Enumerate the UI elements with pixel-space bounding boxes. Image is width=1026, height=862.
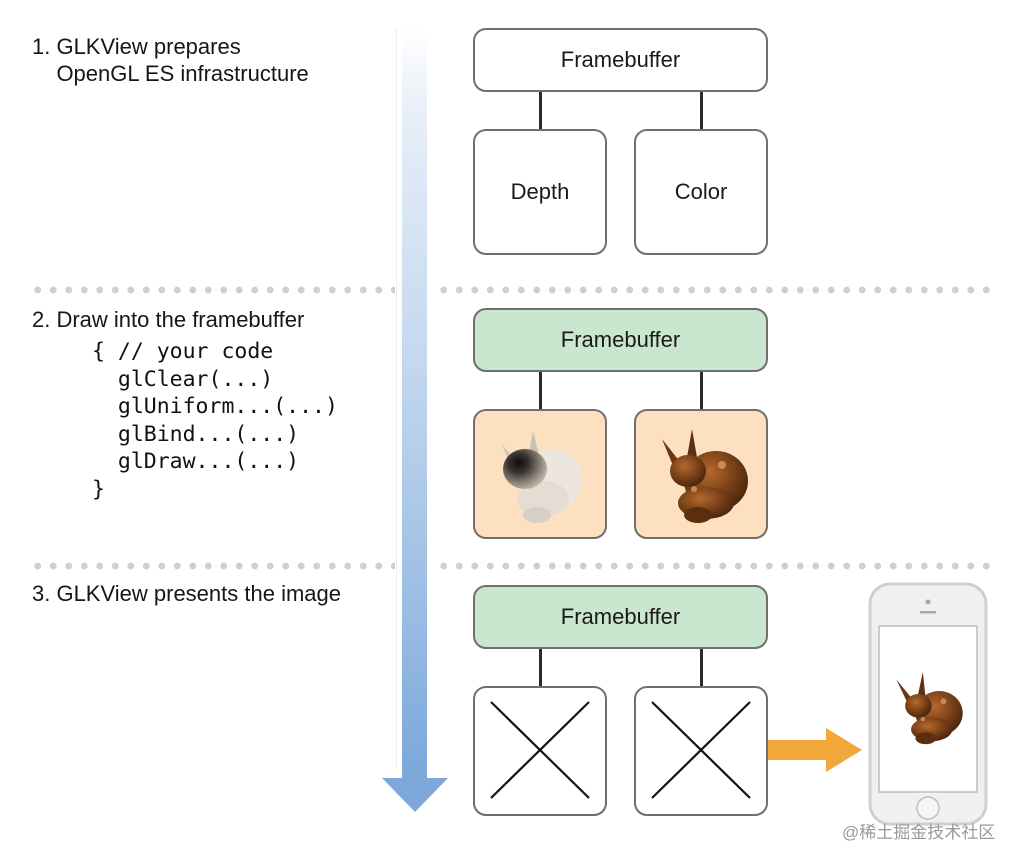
watermark: @稀土掘金技术社区 bbox=[842, 823, 996, 842]
connector bbox=[539, 649, 542, 687]
separator-1-left bbox=[30, 286, 395, 294]
step-1-depth-buffer: Depth bbox=[473, 129, 607, 255]
separator-1-right bbox=[436, 286, 992, 294]
separator-2-left bbox=[30, 562, 395, 570]
presented-bunny-image bbox=[896, 671, 963, 745]
depth-bunny-image bbox=[501, 431, 583, 523]
code-block: { // your code glClear(...) glUniform...… bbox=[92, 338, 338, 503]
step-2-color-buffer bbox=[634, 409, 768, 539]
present-arrow-icon bbox=[768, 728, 862, 772]
step-2-label: 2. Draw into the framebuffer bbox=[32, 307, 305, 332]
code-line: } bbox=[92, 476, 105, 502]
step-3-depth-buffer-discarded bbox=[473, 686, 607, 816]
connector bbox=[539, 372, 542, 410]
timeline-arrow-shaft bbox=[402, 28, 427, 780]
step-1-color-buffer: Color bbox=[634, 129, 768, 255]
framebuffer-label: Framebuffer bbox=[560, 47, 681, 72]
connector bbox=[700, 92, 703, 130]
color-bunny-image bbox=[662, 429, 748, 523]
separator-2-right bbox=[436, 562, 992, 570]
code-line: glBind...(...) bbox=[92, 421, 300, 447]
step-3-color-buffer-discarded bbox=[634, 686, 768, 816]
step-2-framebuffer: Framebuffer bbox=[473, 308, 768, 372]
framebuffer-label: Framebuffer bbox=[560, 604, 681, 629]
connector bbox=[700, 372, 703, 410]
color-label: Color bbox=[674, 179, 728, 204]
code-line: { // your code bbox=[92, 339, 274, 364]
timeline-arrow-head-icon bbox=[382, 778, 448, 812]
code-line: glClear(...) bbox=[92, 366, 274, 392]
discarded-x-icon bbox=[651, 701, 751, 799]
code-line: glUniform...(...) bbox=[92, 394, 338, 419]
connector bbox=[700, 649, 703, 687]
step-3-label: 3. GLKView presents the image bbox=[32, 581, 341, 606]
step-2-depth-buffer bbox=[473, 409, 607, 539]
discarded-x-icon bbox=[490, 701, 590, 799]
phone-device bbox=[868, 582, 988, 826]
connector bbox=[539, 92, 542, 130]
framebuffer-label: Framebuffer bbox=[560, 327, 681, 352]
timeline-guide bbox=[396, 28, 397, 768]
depth-label: Depth bbox=[510, 179, 570, 204]
step-1-framebuffer: Framebuffer bbox=[473, 28, 768, 92]
step-3-framebuffer: Framebuffer bbox=[473, 585, 768, 649]
step-1-label: 1. GLKView prepares OpenGL ES infrastruc… bbox=[32, 34, 309, 86]
code-line: glDraw...(...) bbox=[92, 449, 300, 474]
